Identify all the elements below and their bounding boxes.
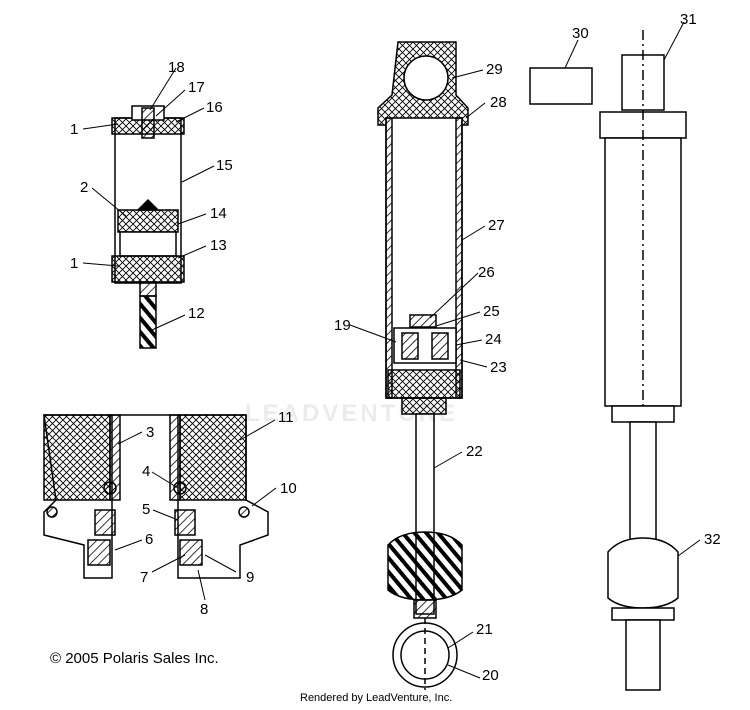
reservoir-assembly	[111, 105, 185, 349]
copyright-text: © 2005 Polaris Sales Inc.	[50, 650, 219, 667]
callout-24: 24	[485, 331, 502, 348]
callout-21: 21	[476, 621, 493, 638]
rendered-by-text: Rendered by LeadVenture, Inc.	[300, 692, 453, 704]
callout-7: 7	[140, 569, 148, 586]
right-shock	[529, 30, 687, 691]
callout-13: 13	[210, 237, 227, 254]
callout-10: 10	[280, 480, 297, 497]
callout-11: 11	[278, 409, 294, 426]
piston-detail	[43, 414, 269, 579]
callout-4: 4	[142, 463, 150, 480]
callout-27: 27	[488, 217, 505, 234]
callout-15: 15	[216, 157, 233, 174]
callout-23: 23	[490, 359, 507, 376]
callout-1b: 1	[70, 255, 78, 272]
callout-18: 18	[168, 59, 185, 76]
callout-25: 25	[483, 303, 500, 320]
watermark: LEADVENTURE	[245, 400, 459, 427]
callout-22: 22	[466, 443, 483, 460]
callout-5: 5	[142, 501, 150, 518]
callout-9: 9	[246, 569, 254, 586]
callout-30: 30	[572, 25, 589, 42]
callout-32: 32	[704, 531, 721, 548]
callout-labels: 1 1 2 3 4 5 6 7 8 9 10 11 12 13 14 15 16…	[70, 11, 721, 684]
callout-29: 29	[486, 61, 503, 78]
callout-31: 31	[680, 11, 697, 28]
callout-8: 8	[200, 601, 208, 618]
leader-lines	[82, 21, 701, 679]
center-shock	[377, 41, 469, 690]
callout-28: 28	[490, 94, 507, 111]
callout-20: 20	[482, 667, 499, 684]
callout-14: 14	[210, 205, 227, 222]
callout-16: 16	[206, 99, 223, 116]
callout-3: 3	[146, 424, 154, 441]
callout-1a: 1	[70, 121, 78, 138]
callout-2: 2	[80, 179, 88, 196]
callout-6: 6	[145, 531, 153, 548]
callout-12: 12	[188, 305, 205, 322]
callout-17: 17	[188, 79, 205, 96]
callout-26: 26	[478, 264, 495, 281]
callout-19: 19	[334, 317, 351, 334]
